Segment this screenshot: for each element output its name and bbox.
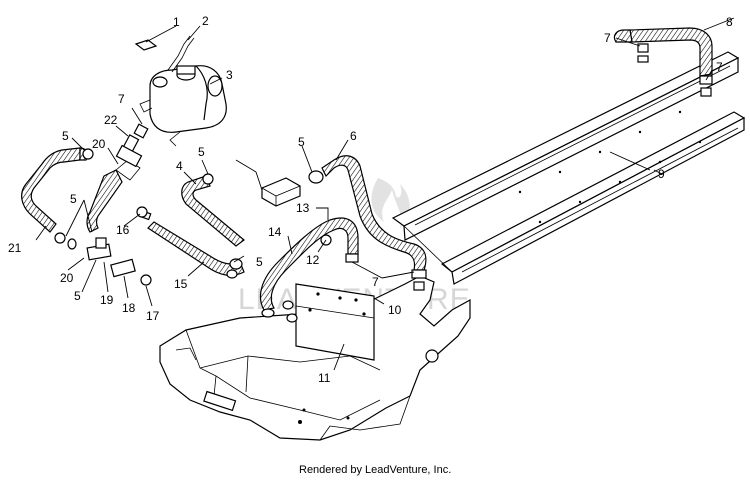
callout-16: 16 bbox=[116, 223, 130, 237]
coolant-reservoir bbox=[134, 35, 227, 147]
callout-4: 4 bbox=[176, 159, 183, 173]
tee-fitting-20 bbox=[115, 123, 149, 168]
callout-2: 2 bbox=[202, 14, 209, 28]
chassis-bulkhead bbox=[159, 275, 471, 441]
rail-rivets bbox=[518, 110, 702, 224]
callout-13: 13 bbox=[296, 201, 310, 215]
callout-1: 1 bbox=[173, 15, 180, 29]
watermark-flame-icon bbox=[371, 178, 410, 228]
credit-text: Rendered by LeadVenture, Inc. bbox=[299, 464, 451, 476]
callout-5-hose15: 5 bbox=[256, 255, 263, 269]
callout-labels: 1 2 3 4 5 5 5 5 5 5 6 7 7 7 7 8 9 10 11 … bbox=[8, 14, 733, 385]
callout-20-upper: 20 bbox=[92, 137, 106, 151]
callout-14: 14 bbox=[268, 225, 282, 239]
manifold-plate bbox=[282, 283, 375, 361]
leader-lines bbox=[35, 17, 735, 371]
callout-5-hose4: 5 bbox=[198, 145, 205, 159]
hose-16 bbox=[86, 159, 148, 233]
hose-21 bbox=[21, 147, 94, 244]
callout-18: 18 bbox=[122, 301, 136, 315]
hose-14 bbox=[259, 217, 359, 318]
callout-15: 15 bbox=[174, 277, 188, 291]
hose-4 bbox=[181, 173, 245, 247]
callout-5-clamp: 5 bbox=[70, 192, 77, 206]
callout-7-reservoir: 7 bbox=[118, 92, 125, 106]
callout-7-top-right: 7 bbox=[716, 60, 723, 74]
callout-12: 12 bbox=[306, 253, 320, 267]
callout-6: 6 bbox=[350, 129, 357, 143]
callout-8: 8 bbox=[726, 15, 733, 29]
callout-22: 22 bbox=[104, 113, 118, 127]
callout-10: 10 bbox=[388, 303, 402, 317]
coupler-13 bbox=[261, 177, 301, 207]
callout-19: 19 bbox=[100, 293, 114, 307]
callout-20-lower: 20 bbox=[60, 271, 74, 285]
callout-5-fitting: 5 bbox=[74, 289, 81, 303]
hose-15 bbox=[138, 209, 245, 279]
callout-17: 17 bbox=[146, 309, 160, 323]
heat-exchanger-rails bbox=[391, 51, 746, 285]
callout-7-top-left: 7 bbox=[604, 31, 611, 45]
callout-5-hose21: 5 bbox=[62, 129, 69, 143]
hose-6 bbox=[308, 155, 427, 291]
callout-11: 11 bbox=[318, 371, 331, 385]
callout-21: 21 bbox=[8, 241, 22, 255]
callout-3: 3 bbox=[226, 68, 233, 82]
callout-7-hose6: 7 bbox=[372, 275, 379, 289]
callout-5-hose6: 5 bbox=[298, 135, 305, 149]
fittings-17-19 bbox=[67, 237, 152, 286]
callout-9: 9 bbox=[658, 167, 665, 181]
